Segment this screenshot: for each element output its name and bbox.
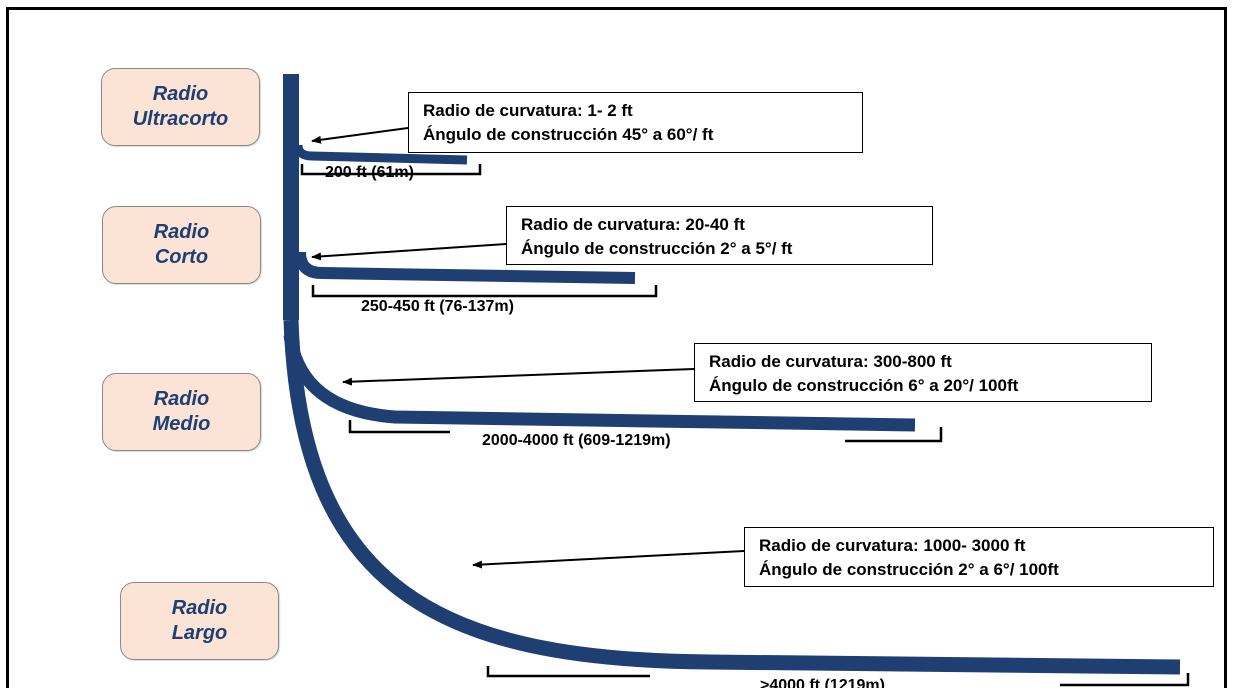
length-bracket-corto: [311, 285, 658, 298]
diagram-frame: [6, 7, 1227, 688]
length-bracket-medio-left: [348, 420, 450, 434]
build-angle-text: Ángulo de construcción 45° a 60°/ ft: [423, 125, 714, 144]
info-box-ultracorto: Radio de curvatura: 1- 2 ft Ángulo de co…: [408, 92, 863, 153]
category-box-corto: Radio Corto: [102, 206, 261, 284]
well-branch-ultracorto: [293, 144, 468, 165]
category-label-line1: Radio: [152, 83, 209, 105]
category-label-line2: Largo: [171, 622, 228, 644]
length-bracket-ultracorto: [300, 164, 482, 176]
category-label-line1: Radio: [153, 388, 210, 410]
length-bracket-medio-right: [845, 427, 943, 443]
length-label-ultracorto: 200 ft (61m): [325, 164, 414, 181]
well-branch-corto: [294, 251, 636, 284]
category-label-line2: Ultracorto: [132, 108, 229, 130]
length-label-largo: >4000 ft (1219m): [760, 677, 885, 688]
curvature-radius-text: Radio de curvatura: 1000- 3000 ft: [759, 536, 1026, 555]
info-box-corto: Radio de curvatura: 20-40 ft Ángulo de c…: [506, 206, 933, 265]
length-label-corto: 250-450 ft (76-137m): [361, 298, 514, 315]
category-box-largo: Radio Largo: [120, 582, 279, 660]
curvature-radius-text: Radio de curvatura: 20-40 ft: [521, 215, 745, 234]
build-angle-text: Ángulo de construcción 2° a 5°/ ft: [521, 239, 793, 258]
category-label-line2: Medio: [152, 413, 211, 435]
build-angle-text: Ángulo de construcción 6° a 20°/ 100ft: [709, 376, 1019, 395]
length-label-medio: 2000-4000 ft (609-1219m): [482, 432, 671, 449]
category-box-ultracorto: Radio Ultracorto: [101, 68, 260, 146]
pointer-arrow-medio: [342, 368, 695, 386]
curvature-radius-text: Radio de curvatura: 1- 2 ft: [423, 101, 633, 120]
length-bracket-largo-right: [1060, 673, 1190, 687]
pointer-arrow-corto: [311, 243, 507, 261]
info-box-medio: Radio de curvatura: 300-800 ft Ángulo de…: [694, 343, 1152, 402]
info-box-largo: Radio de curvatura: 1000- 3000 ft Ángulo…: [744, 527, 1214, 587]
pointer-arrow-largo: [472, 550, 745, 569]
pointer-arrow-ultracorto: [311, 127, 409, 144]
curvature-radius-text: Radio de curvatura: 300-800 ft: [709, 352, 952, 371]
category-box-medio: Radio Medio: [102, 373, 261, 451]
well-branch-largo: [283, 319, 1181, 675]
category-label-line2: Corto: [154, 246, 209, 268]
build-angle-text: Ángulo de construcción 2° a 6°/ 100ft: [759, 560, 1059, 579]
category-label-line1: Radio: [171, 597, 228, 619]
category-label-line1: Radio: [153, 221, 210, 243]
length-bracket-largo-left: [486, 666, 650, 678]
